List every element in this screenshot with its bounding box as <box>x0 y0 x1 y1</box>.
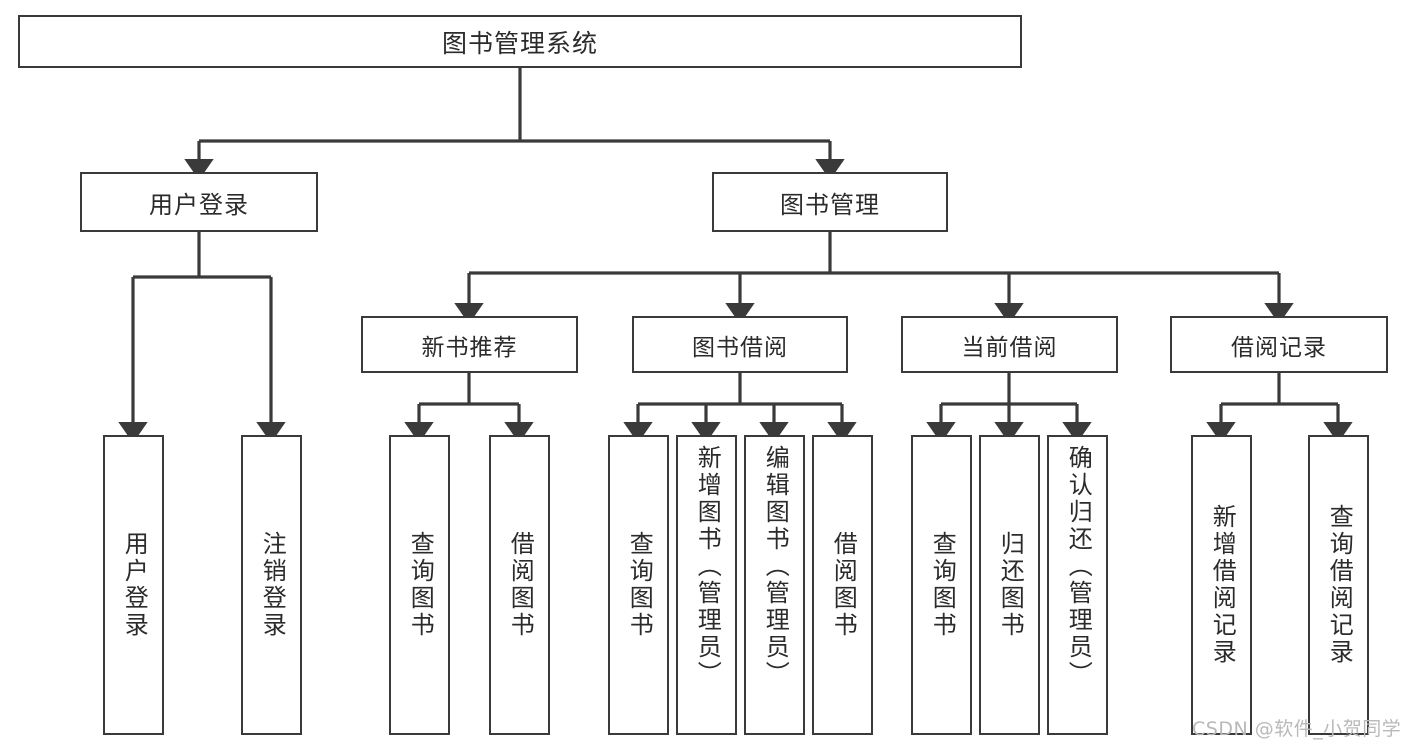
node-new-book-recommend-label: 新书推荐 <box>421 334 518 361</box>
node-leaf-add-record[interactable]: 新增借阅记录 <box>1191 435 1252 735</box>
node-leaf-borrow-book-2[interactable]: 借阅图书 <box>812 435 873 735</box>
node-current-borrow-label: 当前借阅 <box>961 334 1058 361</box>
node-current-borrow[interactable]: 当前借阅 <box>901 316 1118 373</box>
node-leaf-query-book-3[interactable]: 查询图书 <box>911 435 972 735</box>
node-leaf-add-book-label: 新增图书（管理员） <box>693 445 722 688</box>
node-leaf-query-book-1-label: 查询图书 <box>406 531 435 639</box>
node-root-book-management-system[interactable]: 图书管理系统 <box>18 15 1022 68</box>
node-leaf-edit-book-label: 编辑图书（管理员） <box>761 445 790 688</box>
node-leaf-borrow-book-1-label: 借阅图书 <box>506 531 535 639</box>
node-leaf-query-book-2[interactable]: 查询图书 <box>608 435 669 735</box>
node-leaf-confirm-return[interactable]: 确认归还（管理员） <box>1047 435 1108 735</box>
node-leaf-user-login-label: 用户登录 <box>120 531 149 639</box>
node-book-borrow-label: 图书借阅 <box>692 334 788 361</box>
node-user-login-label: 用户登录 <box>149 190 249 219</box>
node-leaf-query-record[interactable]: 查询借阅记录 <box>1308 435 1369 735</box>
node-leaf-edit-book[interactable]: 编辑图书（管理员） <box>744 435 805 735</box>
node-borrow-record[interactable]: 借阅记录 <box>1170 316 1388 373</box>
node-leaf-logout[interactable]: 注销登录 <box>241 435 302 735</box>
node-leaf-query-book-1[interactable]: 查询图书 <box>389 435 450 735</box>
node-book-management-label: 图书管理 <box>780 190 880 219</box>
node-leaf-query-book-2-label: 查询图书 <box>625 531 654 639</box>
node-leaf-return-book-label: 归还图书 <box>996 531 1025 639</box>
node-leaf-add-record-label: 新增借阅记录 <box>1208 504 1237 666</box>
node-leaf-add-book[interactable]: 新增图书（管理员） <box>676 435 737 735</box>
node-book-management[interactable]: 图书管理 <box>712 172 948 232</box>
csdn-watermark: CSDN @软件_小贺同学 <box>1192 718 1402 740</box>
node-leaf-return-book[interactable]: 归还图书 <box>979 435 1040 735</box>
node-leaf-query-record-label: 查询借阅记录 <box>1325 504 1354 666</box>
node-leaf-query-book-3-label: 查询图书 <box>928 531 957 639</box>
node-leaf-borrow-book-2-label: 借阅图书 <box>829 531 858 639</box>
node-leaf-user-login[interactable]: 用户登录 <box>103 435 164 735</box>
node-new-book-recommend[interactable]: 新书推荐 <box>361 316 578 373</box>
node-leaf-confirm-return-label: 确认归还（管理员） <box>1064 445 1093 688</box>
node-root-label: 图书管理系统 <box>441 28 598 58</box>
node-borrow-record-label: 借阅记录 <box>1231 334 1327 361</box>
node-leaf-borrow-book-1[interactable]: 借阅图书 <box>489 435 550 735</box>
node-leaf-logout-label: 注销登录 <box>258 531 287 639</box>
node-book-borrow[interactable]: 图书借阅 <box>632 316 848 373</box>
node-user-login[interactable]: 用户登录 <box>80 172 318 232</box>
